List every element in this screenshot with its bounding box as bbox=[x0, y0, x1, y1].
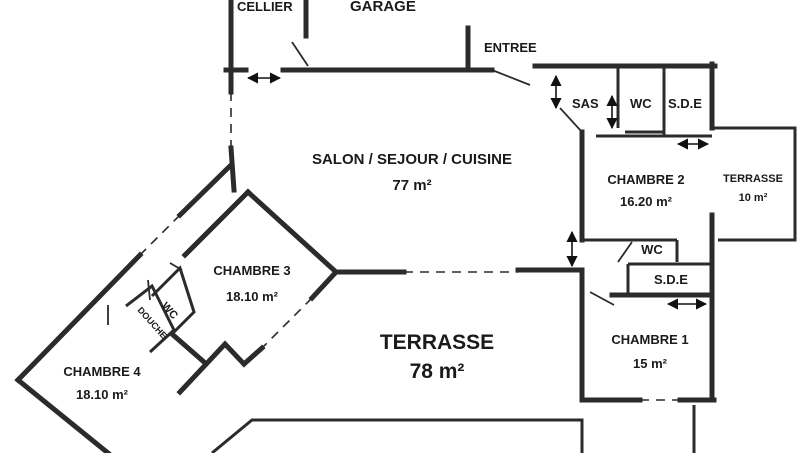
garage-walls bbox=[223, 0, 495, 148]
left-wing-walls bbox=[14, 145, 340, 453]
small-terrace-outline bbox=[712, 126, 797, 242]
room-label-garage: GARAGE bbox=[350, 0, 416, 15]
room-label-wc-right: WC bbox=[641, 242, 663, 257]
bedroom-door-arrows bbox=[566, 230, 708, 310]
entrance-door bbox=[491, 69, 531, 86]
room-label-terrasse-small-area: 10 m² bbox=[739, 192, 768, 204]
room-label-chambre2-area: 16.20 m² bbox=[620, 194, 673, 209]
room-label-chambre1-name: CHAMBRE 1 bbox=[611, 332, 688, 347]
right-wing-walls bbox=[532, 61, 718, 403]
room-label-chambre4-area: 18.10 m² bbox=[76, 387, 129, 402]
room-label-chambre4-name: CHAMBRE 4 bbox=[63, 364, 141, 379]
room-label-chambre2-name: CHAMBRE 2 bbox=[607, 172, 684, 187]
living-terrace-edge bbox=[337, 267, 583, 275]
room-label-salon-area: 77 m² bbox=[392, 177, 431, 194]
room-label-cellier: CELLIER bbox=[237, 0, 293, 14]
room-label-sas: SAS bbox=[572, 96, 599, 111]
sas-door-arrows bbox=[550, 74, 710, 150]
room-label-terrasse-big-name: TERRASSE bbox=[380, 331, 494, 354]
room-label-sde-top: S.D.E bbox=[668, 96, 702, 111]
bottom-outline bbox=[211, 405, 696, 453]
room-label-chambre1-area: 15 m² bbox=[633, 356, 668, 371]
room-label-chambre3-area: 18.10 m² bbox=[226, 289, 279, 304]
room-label-wc-top: WC bbox=[630, 96, 652, 111]
room-label-terrasse-small-name: TERRASSE bbox=[723, 173, 783, 185]
room-label-chambre3-name: CHAMBRE 3 bbox=[213, 263, 290, 278]
room-label-sde-right: S.D.E bbox=[654, 272, 688, 287]
room-label-terrasse-big-area: 78 m² bbox=[410, 360, 465, 383]
middle-wet-room-walls bbox=[582, 238, 715, 306]
room-label-salon-name: SALON / SEJOUR / CUISINE bbox=[312, 151, 512, 168]
room-label-entree: ENTREE bbox=[484, 40, 537, 55]
top-wet-room-walls bbox=[559, 68, 712, 138]
